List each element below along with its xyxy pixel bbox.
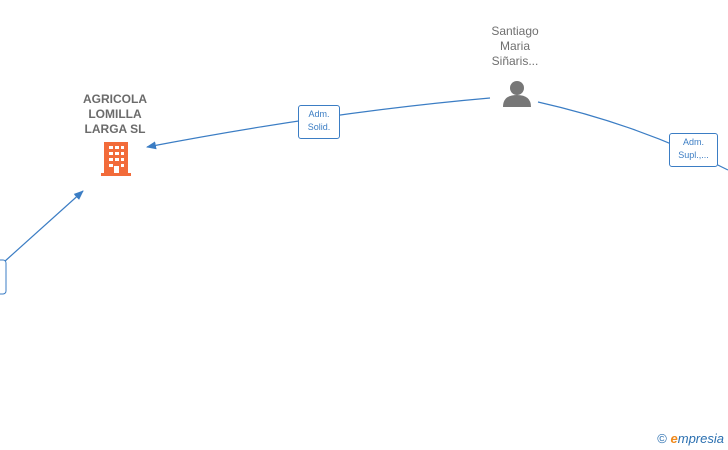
copyright-symbol: © bbox=[657, 431, 667, 446]
person-label-line: Siñaris... bbox=[491, 54, 539, 68]
company-label-line: LOMILLA bbox=[88, 107, 142, 121]
edge-offscreen-to-company bbox=[3, 190, 84, 263]
empresia-logo[interactable]: © empresia bbox=[657, 431, 724, 446]
person-label-line: Maria bbox=[499, 39, 530, 53]
brand-e: e bbox=[670, 431, 678, 446]
edge-label-adm-solid[interactable]: Adm. Solid. bbox=[298, 105, 340, 139]
person-label-line: Santiago bbox=[491, 24, 539, 38]
edge-label-line: Adm. bbox=[682, 137, 704, 147]
company-label[interactable]: AGRICOLA LOMILLA LARGA SL bbox=[65, 92, 165, 137]
offscreen-edge-label-box[interactable] bbox=[0, 259, 7, 295]
brand-rest: mpresia bbox=[677, 431, 724, 446]
edge-label-line: Adm. bbox=[308, 109, 330, 119]
company-building-icon[interactable] bbox=[101, 142, 131, 176]
person-label[interactable]: Santiago Maria Siñaris... bbox=[475, 24, 555, 69]
person-icon[interactable] bbox=[503, 81, 531, 107]
edge-label-line: Solid. bbox=[307, 122, 331, 132]
edge-label-line: Supl.,... bbox=[678, 150, 709, 160]
edge-label-adm-supl[interactable]: Adm. Supl.,... bbox=[669, 133, 718, 167]
company-label-line: LARGA SL bbox=[84, 122, 146, 136]
company-label-line: AGRICOLA bbox=[83, 92, 147, 106]
